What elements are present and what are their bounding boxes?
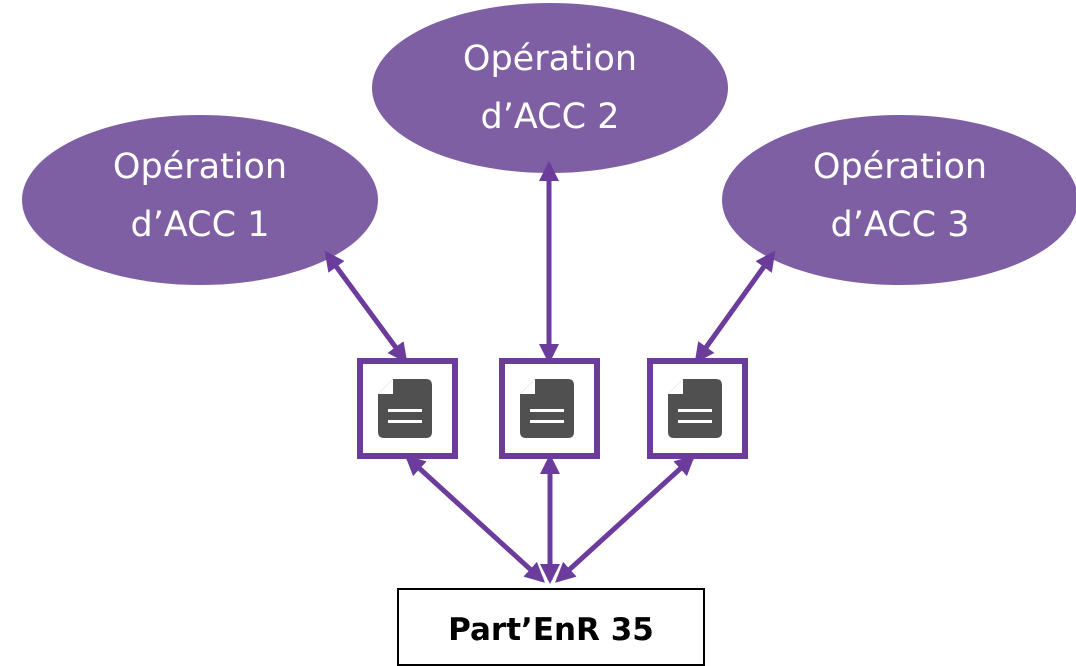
document-box-3	[647, 358, 748, 459]
operation-2-line1: Opération	[463, 39, 637, 79]
operation-1-line1: Opération	[113, 147, 287, 187]
hub-node: Part’EnR 35	[397, 588, 705, 666]
operation-node-3: Opération d’ACC 3	[722, 115, 1076, 285]
document-icon	[378, 379, 432, 438]
document-box-2	[499, 358, 600, 459]
document-icon	[520, 379, 574, 438]
operation-3-line2: d’ACC 3	[831, 205, 970, 245]
operation-2-line2: d’ACC 2	[481, 97, 620, 137]
arrow-op3-doc3	[694, 250, 776, 364]
arrow-op1-doc1	[324, 250, 408, 364]
arrow-doc3-hub	[555, 455, 695, 583]
document-box-1	[357, 358, 458, 459]
operation-node-1: Opération d’ACC 1	[22, 115, 378, 285]
hub-label: Part’EnR 35	[448, 612, 654, 648]
document-icon	[668, 379, 722, 438]
operation-node-2: Opération d’ACC 2	[372, 3, 728, 173]
operation-3-line1: Opération	[813, 147, 987, 187]
operation-1-line2: d’ACC 1	[131, 205, 270, 245]
arrow-doc1-hub	[405, 455, 545, 583]
